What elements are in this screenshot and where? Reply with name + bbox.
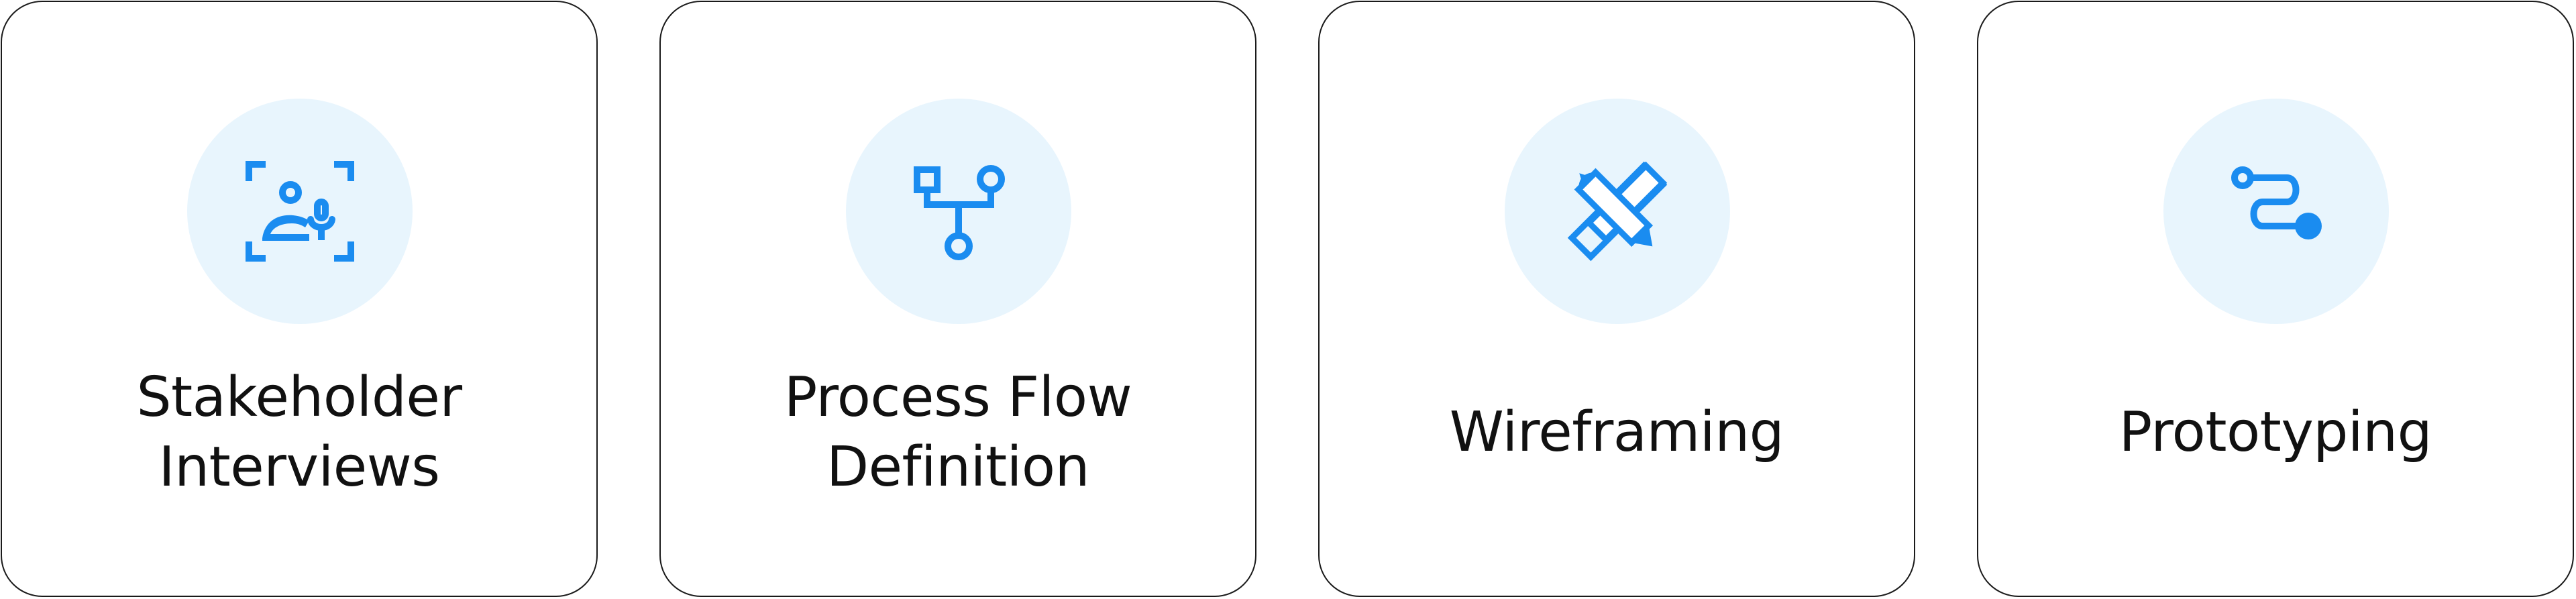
ruler-pencil-icon xyxy=(1567,161,1668,262)
process-flow-icon xyxy=(914,165,1005,260)
card-stakeholder-interviews: Stakeholder Interviews xyxy=(1,1,598,597)
stakeholder-interview-icon xyxy=(246,161,354,262)
card-title: Prototyping xyxy=(2118,400,2432,464)
card-title: Stakeholder Interviews xyxy=(136,366,462,499)
card-title: Process Flow Definition xyxy=(784,366,1132,499)
icon-badge xyxy=(2163,99,2389,324)
icon-badge xyxy=(187,99,413,324)
card-process-flow-definition: Process Flow Definition xyxy=(659,1,1256,597)
icon-badge xyxy=(1505,99,1730,324)
card-prototyping: Prototyping xyxy=(1977,1,2574,597)
icon-badge xyxy=(846,99,1071,324)
card-wireframing: Wireframing xyxy=(1318,1,1915,597)
route-path-icon xyxy=(2231,166,2322,239)
card-title: Wireframing xyxy=(1449,400,1784,464)
